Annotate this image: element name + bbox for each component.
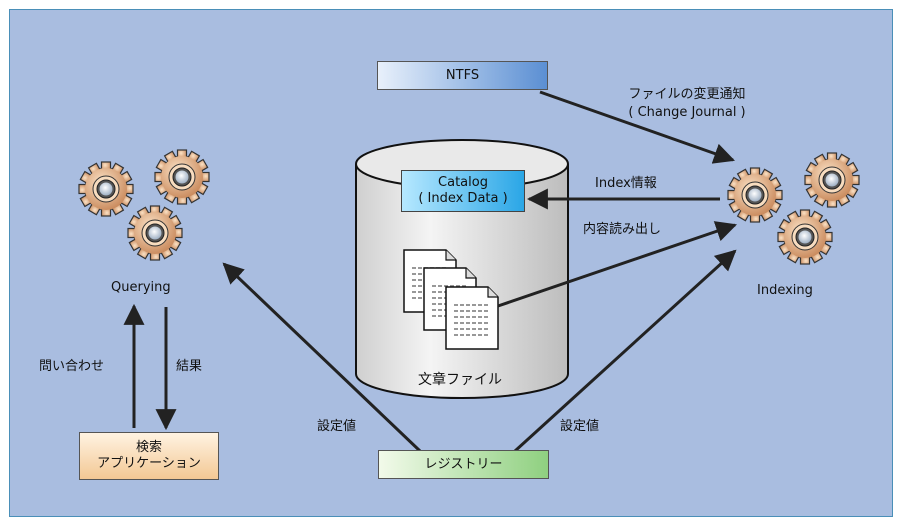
content-read-label: 内容読み出し <box>583 222 662 237</box>
search-app-line2: アプリケーション <box>97 456 201 471</box>
setting-left-label: 設定値 <box>317 419 357 434</box>
registry-label: レジストリー <box>424 456 503 472</box>
querying-label: Querying <box>111 280 171 295</box>
indexing-gears-icon <box>727 152 860 265</box>
arrow-registry-to-indexing <box>513 249 737 453</box>
documents-label: 文章ファイル <box>418 372 502 388</box>
indexing-label: Indexing <box>757 283 813 298</box>
catalog-line2: ( Index Data ) <box>418 191 508 206</box>
result-label: 結果 <box>176 359 203 374</box>
arrow-docs-to-indexing <box>497 221 737 308</box>
arrow-ntfs-to-indexing <box>539 90 735 164</box>
catalog-line1: Catalog <box>438 175 488 190</box>
querying-gears-icon <box>78 149 210 261</box>
setting-right-label: 設定値 <box>560 419 600 434</box>
index-info-label: Index情報 <box>595 176 657 191</box>
change-notify-label-1: ファイルの変更通知 <box>628 87 746 102</box>
catalog-box: Catalog ( Index Data ) <box>401 170 525 212</box>
connection-arrows <box>123 90 737 453</box>
arrow-registry-to-querying <box>222 262 422 453</box>
inquiry-label: 問い合わせ <box>39 359 105 374</box>
search-application-box: 検索 アプリケーション <box>79 432 219 480</box>
registry-box: レジストリー <box>378 450 549 479</box>
ntfs-box: NTFS <box>377 61 548 90</box>
ntfs-label: NTFS <box>445 67 480 83</box>
search-app-line1: 検索 <box>135 440 162 455</box>
change-notify-label-2: ( Change Journal ) <box>628 105 746 120</box>
